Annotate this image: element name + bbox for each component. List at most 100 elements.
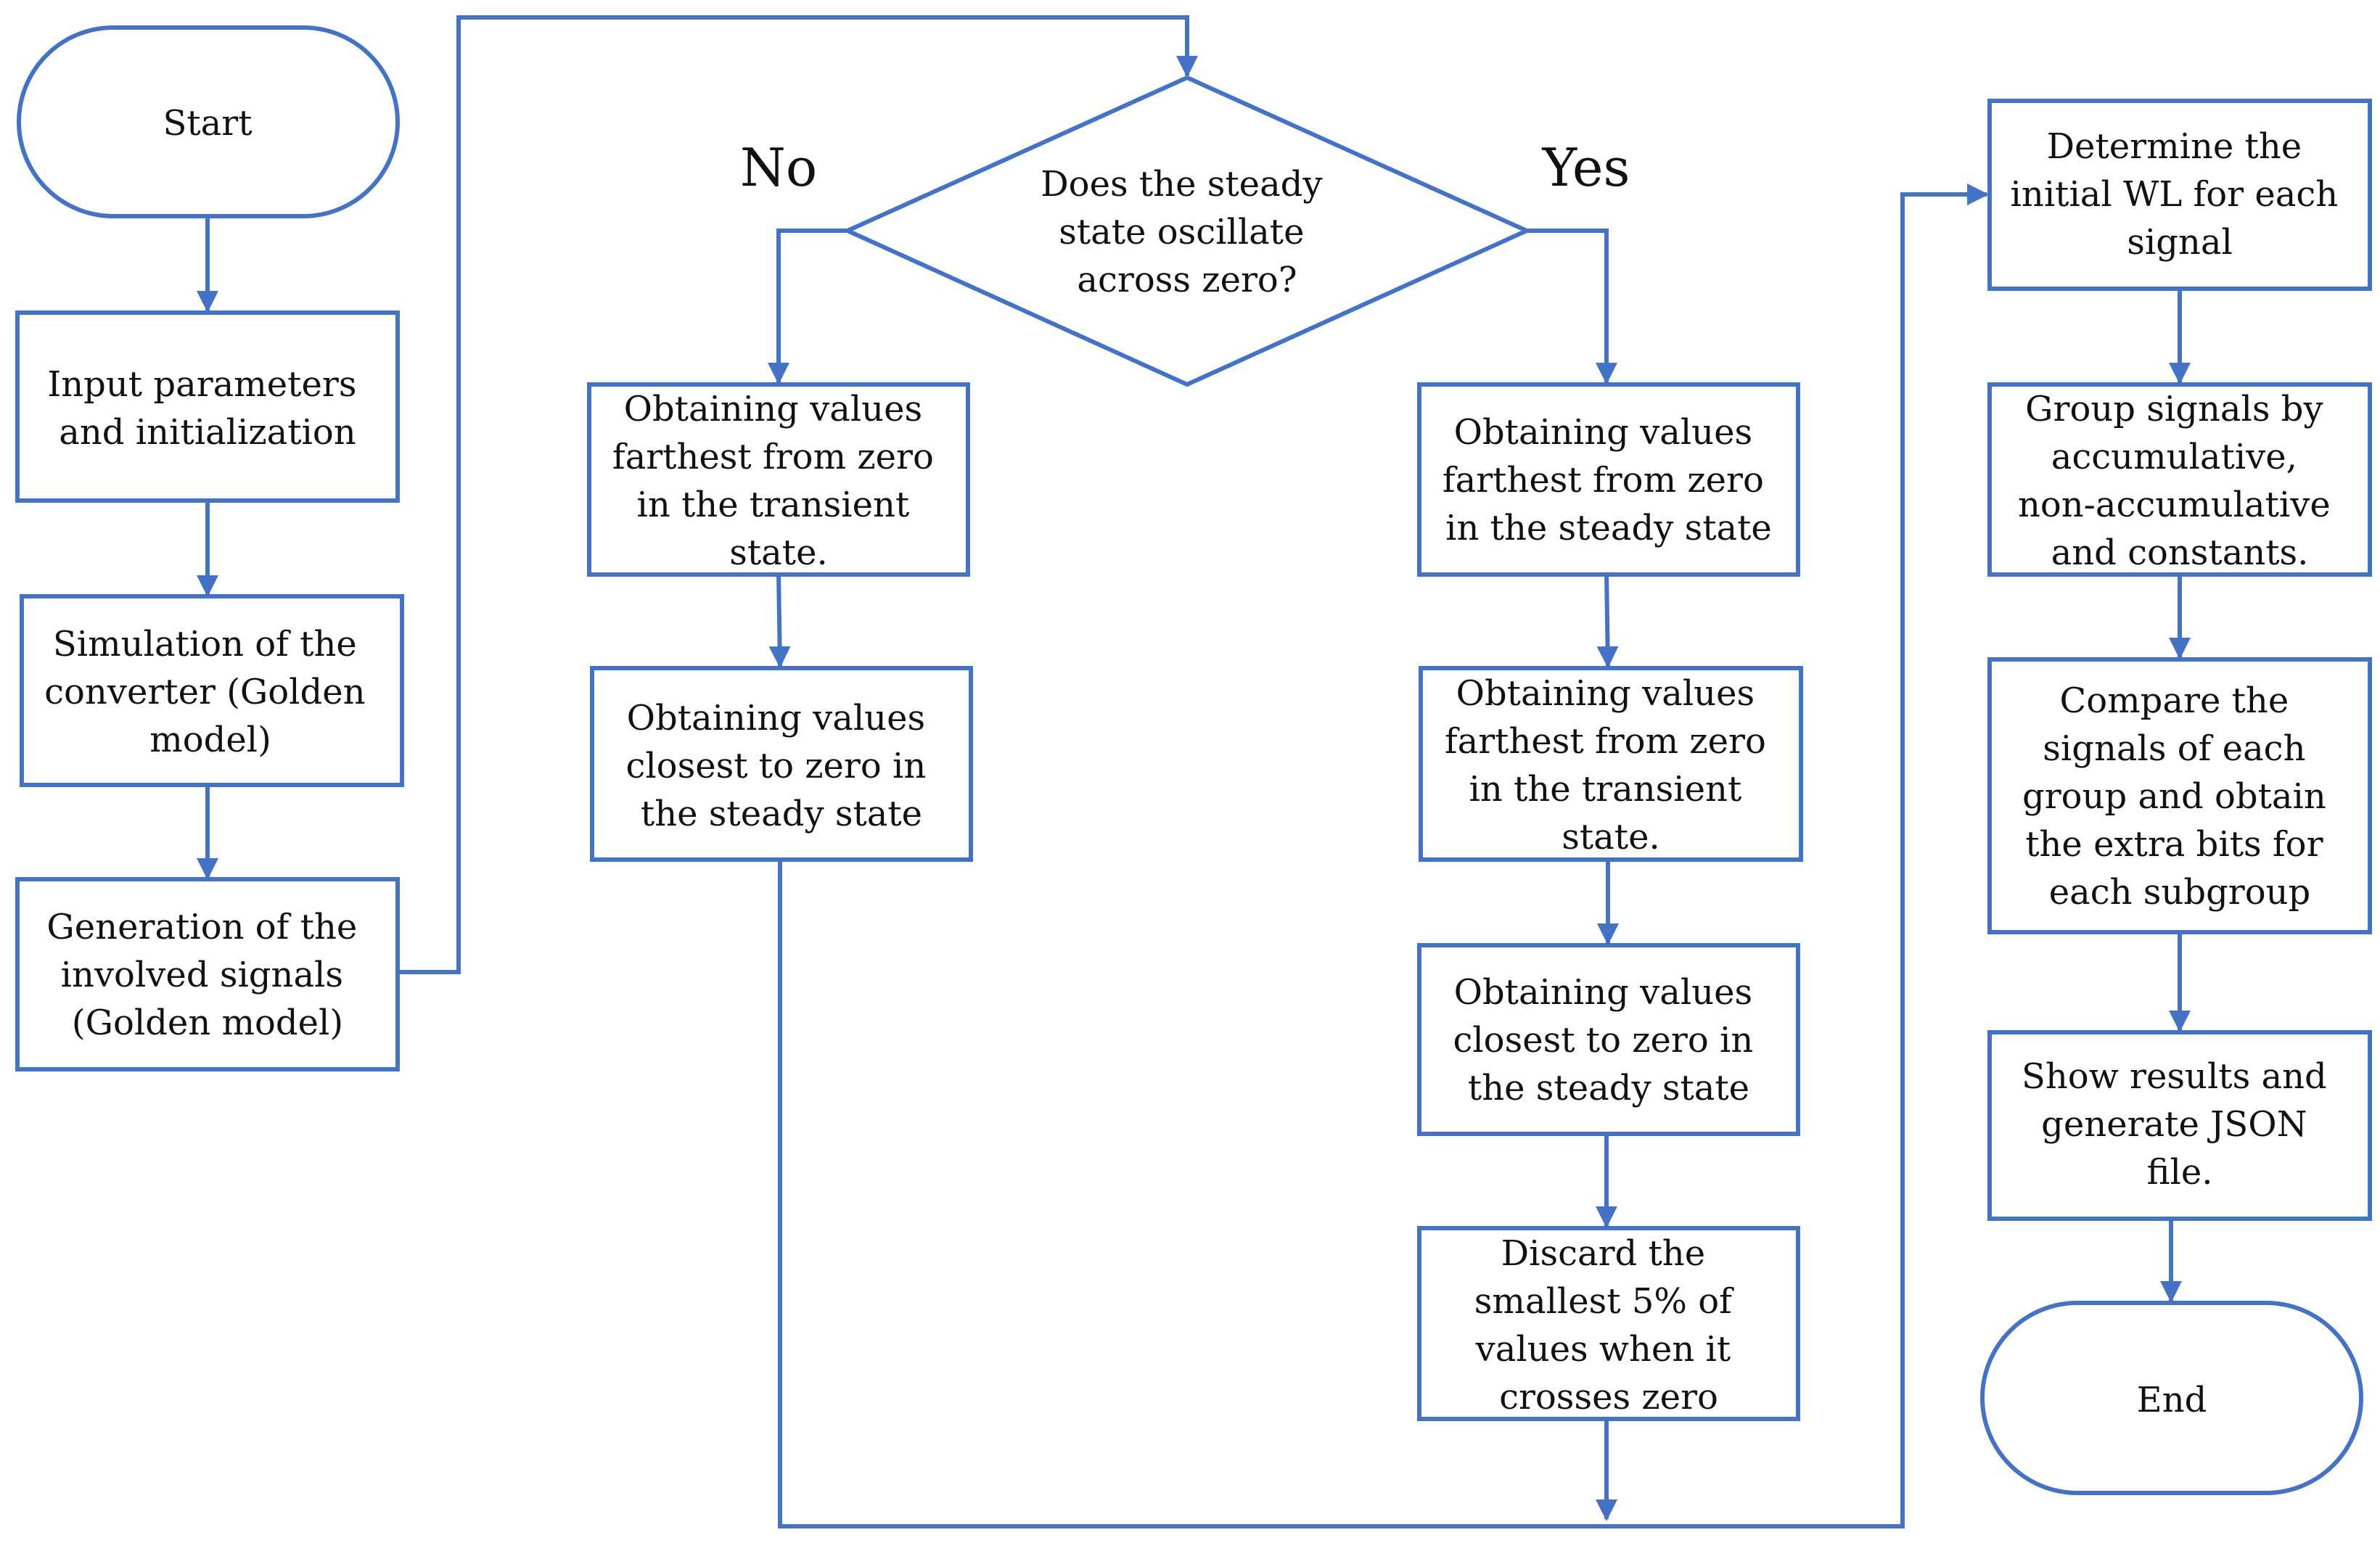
compare-box xyxy=(1987,657,2372,934)
yes-closest-steady-label: Obtaining values closest to zero in the … xyxy=(1453,972,1764,1108)
yes-farthest-steady-label: Obtaining values farthest from zero in t… xyxy=(1443,412,1775,548)
simulation-label-line: Simulation of the xyxy=(53,624,357,664)
simulation-box xyxy=(20,594,404,787)
no-closest-steady-line: closest to zero in xyxy=(625,746,926,786)
generation-box xyxy=(15,877,400,1071)
node-yes-farthest-transient: Obtaining values farthest from zero in t… xyxy=(1419,666,1803,862)
compare-label: Compare the signals of each group and ob… xyxy=(2022,680,2337,913)
decision-diamond xyxy=(842,75,1532,387)
edge-decision-yes xyxy=(1527,229,1617,384)
yes-farthest-steady-box xyxy=(1417,382,1800,577)
start-label-line: Start xyxy=(163,103,252,144)
discard-line: crosses zero xyxy=(1499,1377,1718,1417)
generation-label-line: Generation of the xyxy=(46,907,357,947)
node-no-farthest-transient: Obtaining values farthest from zero in t… xyxy=(587,382,970,577)
discard-line: values when it xyxy=(1475,1329,1731,1370)
simulation-label-line: model) xyxy=(149,720,271,760)
show-line: file. xyxy=(2146,1152,2212,1193)
connectors xyxy=(197,15,2191,1528)
yes-farthest-transient-line: in the transient xyxy=(1469,769,1741,810)
yes-farthest-steady-line: in the steady state xyxy=(1445,508,1772,548)
node-compare: Compare the signals of each group and ob… xyxy=(1987,657,2372,934)
group-line: and constants. xyxy=(2051,532,2309,573)
compare-line: signals of each xyxy=(2043,728,2305,769)
branch-label-yes: Yes xyxy=(1542,137,1630,198)
no-farthest-transient-line: Obtaining values xyxy=(624,389,923,429)
show-label: Show results and generate JSON file. xyxy=(2022,1056,2338,1193)
yes-farthest-steady-line: Obtaining values xyxy=(1454,412,1753,453)
node-start: Start xyxy=(17,25,400,218)
yes-closest-steady-line: closest to zero in xyxy=(1453,1020,1753,1061)
node-determine-wl: Determine the initial WL for each signal xyxy=(1987,99,2372,291)
node-input: Input parameters and initialization xyxy=(15,310,400,503)
generation-label-line: (Golden model) xyxy=(72,1003,343,1043)
yes-farthest-steady-line: farthest from zero xyxy=(1443,460,1764,501)
end-terminal-shape xyxy=(1980,1301,2363,1495)
group-label: Group signals by accumulative, non-accum… xyxy=(2018,389,2342,573)
edge-yes-farthest-steady-to-transient xyxy=(1596,574,1619,668)
group-line: non-accumulative xyxy=(2018,485,2331,525)
no-farthest-transient-box xyxy=(587,382,970,577)
show-line: generate JSON xyxy=(2041,1104,2307,1145)
yes-farthest-transient-line: farthest from zero xyxy=(1445,721,1766,762)
node-group: Group signals by accumulative, non-accum… xyxy=(1987,382,2372,577)
determine-wl-line: signal xyxy=(2127,222,2233,263)
node-decision: Does the steady state oscillate across z… xyxy=(842,75,1532,387)
end-label: End xyxy=(2137,1380,2207,1420)
input-label: Input parameters and initialization xyxy=(47,364,367,453)
yes-farthest-transient-label: Obtaining values farthest from zero in t… xyxy=(1445,673,1777,857)
group-box xyxy=(1987,382,2372,577)
compare-line: group and obtain xyxy=(2022,776,2326,817)
yes-farthest-transient-line: state. xyxy=(1562,817,1660,857)
edge-merge-to-determine xyxy=(1606,184,1989,1528)
input-box xyxy=(15,310,400,503)
decision-label-line: Does the steady xyxy=(1041,164,1322,205)
yes-farthest-transient-box xyxy=(1419,666,1803,862)
yes-closest-steady-box xyxy=(1417,943,1800,1136)
show-line: Show results and xyxy=(2022,1056,2327,1097)
input-label-line: and initialization xyxy=(59,412,356,453)
no-farthest-transient-line: state. xyxy=(729,532,828,573)
end-label-line: End xyxy=(2137,1380,2207,1420)
decision-label-line: state oscillate xyxy=(1059,212,1304,252)
discard-label: Discard the smallest 5% of values when i… xyxy=(1474,1233,1743,1417)
yes-closest-steady-line: the steady state xyxy=(1468,1068,1749,1108)
edge-decision-no xyxy=(768,229,848,384)
compare-line: Compare the xyxy=(2060,680,2289,721)
determine-wl-line: Determine the xyxy=(2047,126,2302,167)
node-yes-closest-steady: Obtaining values closest to zero in the … xyxy=(1417,943,1800,1136)
no-closest-steady-line: the steady state xyxy=(641,794,922,834)
no-closest-steady-box xyxy=(590,666,973,862)
show-box xyxy=(1987,1030,2372,1221)
generation-label-line: involved signals xyxy=(61,955,343,995)
node-simulation: Simulation of the converter (Golden mode… xyxy=(20,594,404,787)
compare-line: each subgroup xyxy=(2049,872,2311,913)
edge-no-farthest-to-closest xyxy=(768,574,791,668)
node-end: End xyxy=(1980,1301,2363,1495)
discard-line: Discard the xyxy=(1501,1233,1706,1274)
node-discard: Discard the smallest 5% of values when i… xyxy=(1417,1226,1800,1421)
group-line: accumulative, xyxy=(2051,437,2297,477)
start-terminal-shape xyxy=(17,25,400,218)
determine-wl-line: initial WL for each xyxy=(2011,174,2339,215)
node-yes-farthest-steady: Obtaining values farthest from zero in t… xyxy=(1417,382,1800,577)
edge-generation-to-decision xyxy=(398,15,1198,974)
edge-no-closest-to-merge xyxy=(778,860,1606,1528)
no-farthest-transient-line: farthest from zero xyxy=(612,437,934,477)
group-line: Group signals by xyxy=(2025,389,2323,429)
decision-label-line: across zero? xyxy=(1077,260,1297,300)
discard-line: smallest 5% of xyxy=(1474,1281,1734,1322)
discard-box xyxy=(1417,1226,1800,1421)
no-farthest-transient-label: Obtaining values farthest from zero in t… xyxy=(612,389,945,573)
simulation-label: Simulation of the converter (Golden mode… xyxy=(44,624,377,760)
node-generation: Generation of the involved signals (Gold… xyxy=(15,877,400,1071)
generation-label: Generation of the involved signals (Gold… xyxy=(46,907,368,1043)
yes-closest-steady-line: Obtaining values xyxy=(1454,972,1753,1013)
input-label-line: Input parameters xyxy=(47,364,356,405)
determine-wl-label: Determine the initial WL for each signal xyxy=(2011,126,2350,263)
no-farthest-transient-line: in the transient xyxy=(636,485,909,525)
yes-farthest-transient-line: Obtaining values xyxy=(1456,673,1755,714)
compare-line: the extra bits for xyxy=(2025,824,2323,865)
node-no-closest-steady: Obtaining values closest to zero in the … xyxy=(590,666,973,862)
